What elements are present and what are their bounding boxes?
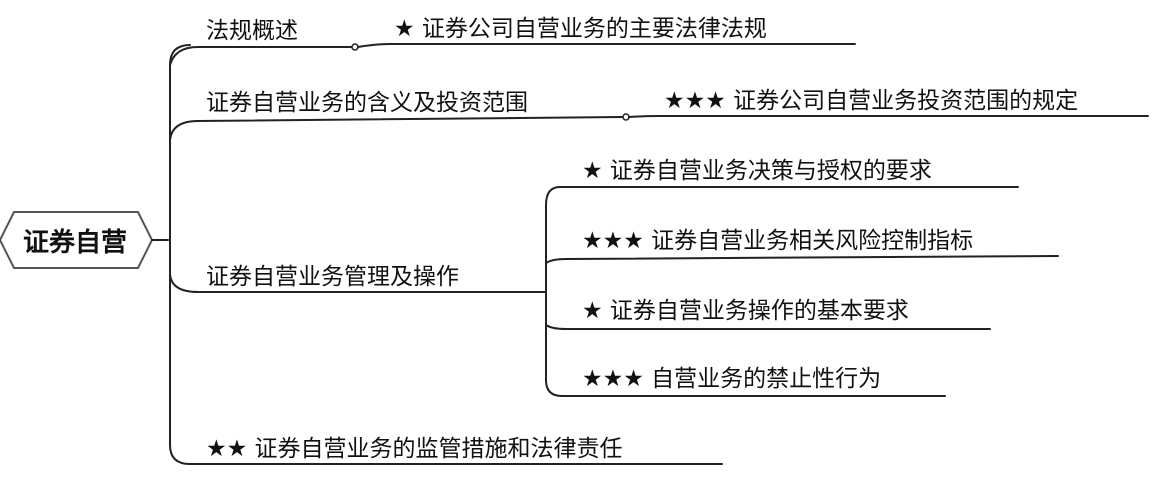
branch-underline-2 [169,116,623,141]
branch-label-4[interactable]: ★★ 证券自营业务的监管措施和法律责任 [206,436,623,462]
child-label-2-1[interactable]: ★★★ 证券公司自营业务投资范围的规定 [664,88,1079,114]
sub-underline-3 [545,324,991,330]
branch-underline-1 [169,46,353,66]
child-label-3-1[interactable]: ★ 证券自营业务决策与授权的要求 [582,158,932,184]
branch-label-1[interactable]: 法规概述 [206,18,298,44]
root-node-shape [0,211,154,269]
child-label-1-1[interactable]: ★ 证券公司自营业务的主要法律法规 [394,16,767,42]
main-bracket [169,44,191,465]
child-label-3-2[interactable]: ★★★ 证券自营业务相关风险控制指标 [582,228,974,254]
child-label-3-4[interactable]: ★★★ 自营业务的禁止性行为 [582,366,882,392]
sub-underline-2 [545,255,1059,264]
branch-underline-3 [169,274,545,293]
branch-label-3[interactable]: 证券自营业务管理及操作 [206,264,459,290]
child-underline-2 [628,115,1149,118]
branch-label-2[interactable]: 证券自营业务的含义及投资范围 [206,90,528,116]
child-underline-1 [357,43,856,48]
root-node-label[interactable]: 证券自营 [22,227,127,258]
child-label-3-3[interactable]: ★ 证券自营业务操作的基本要求 [582,298,909,324]
sub-bracket [545,186,563,397]
